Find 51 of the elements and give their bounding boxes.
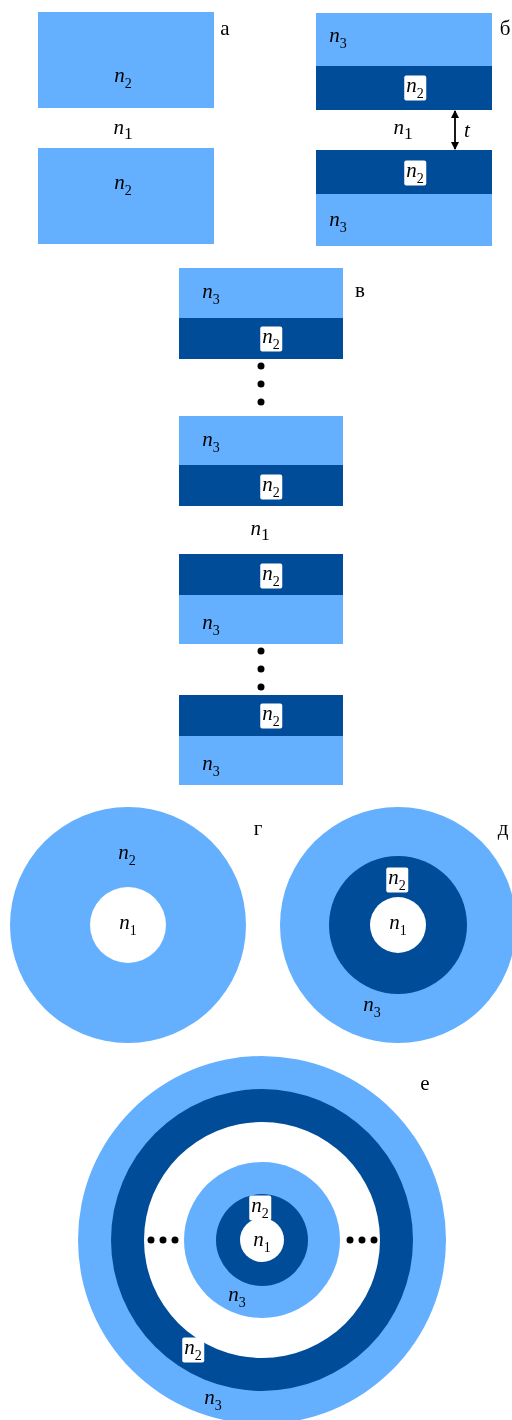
refractive-index-label: n$_{1}$	[250, 518, 270, 544]
layer-slab	[316, 150, 492, 194]
refractive-index-label: n$_{3}$	[329, 25, 347, 51]
refractive-index-label: n$_{2}$	[114, 172, 132, 198]
layer-slab	[316, 194, 492, 246]
layer-slab	[179, 595, 343, 644]
refractive-index-label: n$_{2}$	[260, 563, 282, 589]
refractive-index-label: n$_{3}$	[202, 429, 220, 455]
layer-slab	[316, 13, 492, 66]
refractive-index-label: n$_{1}$	[393, 117, 413, 143]
layer-slab	[179, 554, 343, 595]
refractive-index-label: n$_{2}$	[260, 326, 282, 352]
refractive-index-label: n$_{1}$	[119, 912, 137, 938]
core-disk	[370, 897, 426, 953]
layer-slab	[38, 148, 214, 244]
refractive-index-label: n$_{3}$	[204, 1387, 222, 1413]
layer-slab	[38, 12, 214, 108]
panel-letter: б	[499, 17, 511, 39]
refractive-index-label: n$_{2}$	[404, 160, 426, 186]
refractive-index-label: n$_{2}$	[260, 703, 282, 729]
layer-slab	[179, 318, 343, 359]
refractive-index-label: n$_{2}$	[249, 1195, 271, 1221]
layer-slab	[316, 66, 492, 110]
refractive-index-label: n$_{2}$	[114, 65, 132, 91]
panel-letter: а	[220, 17, 230, 39]
refractive-index-label: n$_{1}$	[113, 117, 133, 143]
refractive-index-label: n$_{3}$	[202, 612, 220, 638]
refractive-index-label: n$_{2}$	[260, 474, 282, 500]
refractive-index-label: n$_{2}$	[404, 75, 426, 101]
refractive-index-label: n$_{2}$	[182, 1337, 204, 1363]
refractive-index-label: n$_{3}$	[363, 994, 381, 1020]
layer-slab	[179, 268, 343, 318]
refractive-index-label: n$_{2}$	[118, 842, 136, 868]
layer-slab	[179, 465, 343, 506]
layer-slab	[179, 736, 343, 785]
refractive-index-label: n$_{3}$	[329, 209, 347, 235]
refractive-index-label: n$_{1}$	[389, 912, 407, 938]
panel-letter: г	[253, 817, 263, 839]
layer-slab	[179, 695, 343, 736]
refractive-index-label: n$_{3}$	[202, 753, 220, 779]
refractive-index-label: n$_{3}$	[228, 1284, 246, 1310]
panel-letter: д	[497, 817, 509, 839]
panel-letter: е	[420, 1072, 430, 1094]
core-disk	[240, 1218, 284, 1262]
edge-label: t	[464, 119, 470, 141]
layer-slab	[179, 416, 343, 465]
refractive-index-label: n$_{2}$	[386, 867, 408, 893]
refractive-index-label: n$_{1}$	[253, 1229, 271, 1255]
refractive-index-label: n$_{3}$	[202, 281, 220, 307]
panel-letter: в	[355, 279, 365, 301]
double-arrow	[451, 110, 459, 150]
